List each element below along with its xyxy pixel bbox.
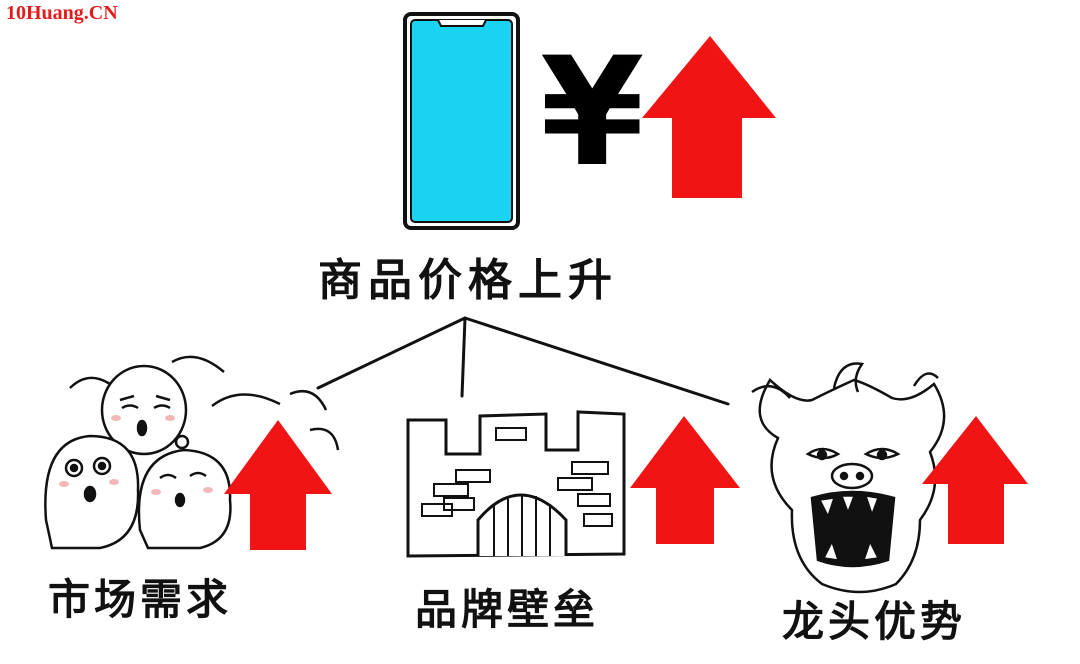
brand-barrier-label: 品牌壁垒 bbox=[415, 585, 600, 634]
up-arrow-icon bbox=[224, 420, 332, 550]
phone-icon bbox=[403, 12, 520, 230]
price-rise-label: 商品价格上升 bbox=[318, 255, 618, 306]
watermark: 10Huang.CN bbox=[6, 2, 118, 24]
up-arrow-icon bbox=[642, 36, 776, 198]
up-arrow-icon bbox=[922, 416, 1028, 544]
yen-icon: ¥ bbox=[540, 26, 645, 200]
up-arrow-icon bbox=[630, 416, 740, 544]
market-demand-label: 市场需求 bbox=[48, 575, 233, 624]
castle-wall-icon bbox=[406, 410, 626, 558]
leader-advantage-label: 龙头优势 bbox=[782, 597, 967, 646]
dragon-head-icon bbox=[751, 362, 946, 594]
connector-lines bbox=[316, 316, 730, 406]
people-icon bbox=[44, 355, 340, 550]
